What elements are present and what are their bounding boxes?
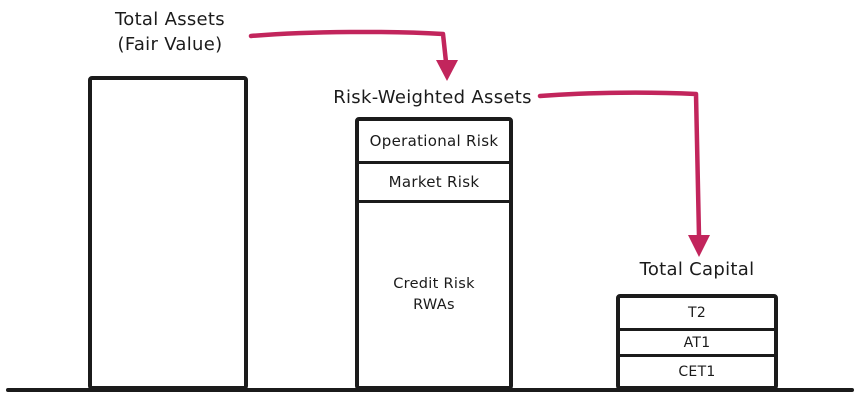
rwa-segment-market-risk: Market Risk	[359, 164, 509, 203]
arrow-rwa-to-capital	[537, 90, 710, 257]
rwa-segment-market-risk-label: Market Risk	[388, 173, 480, 191]
rwa-segment-credit-risk-label-line1: Credit Risk	[393, 275, 475, 292]
total-assets-label-line1: Total Assets	[115, 9, 225, 30]
rwa-segment-operational-risk: Operational Risk	[359, 121, 509, 164]
total-assets-label: Total Assets (Fair Value)	[90, 7, 250, 57]
arrow-rwa-to-capital-line	[537, 90, 702, 239]
rwa-segment-credit-risk: Credit Risk RWAs	[359, 203, 509, 386]
rwa-segment-credit-risk-label-line2: RWAs	[413, 296, 455, 313]
rwa-bar: Operational Risk Market Risk Credit Risk…	[355, 117, 513, 390]
rwa-segment-operational-risk-label: Operational Risk	[369, 132, 499, 150]
capital-segment-t2: T2	[620, 298, 774, 331]
capital-segment-t2-label: T2	[687, 305, 707, 321]
total-assets-label-line2: (Fair Value)	[117, 34, 223, 55]
rwa-label: Risk-Weighted Assets	[333, 87, 532, 108]
baseline-axis	[6, 388, 854, 392]
arrow-assets-to-rwa	[248, 29, 458, 81]
arrow-assets-to-rwa-head-icon	[436, 60, 458, 81]
total-capital-bar: T2 AT1 CET1	[616, 294, 778, 390]
capital-segment-at1-label: AT1	[683, 334, 711, 351]
capital-segment-cet1: CET1	[620, 357, 774, 386]
total-capital-label: Total Capital	[639, 259, 755, 280]
capital-segment-at1: AT1	[620, 331, 774, 357]
total-assets-bar	[88, 76, 248, 390]
arrow-assets-to-rwa-line	[248, 29, 449, 65]
capital-segment-cet1-label: CET1	[678, 363, 716, 380]
arrow-rwa-to-capital-head-icon	[688, 235, 710, 257]
